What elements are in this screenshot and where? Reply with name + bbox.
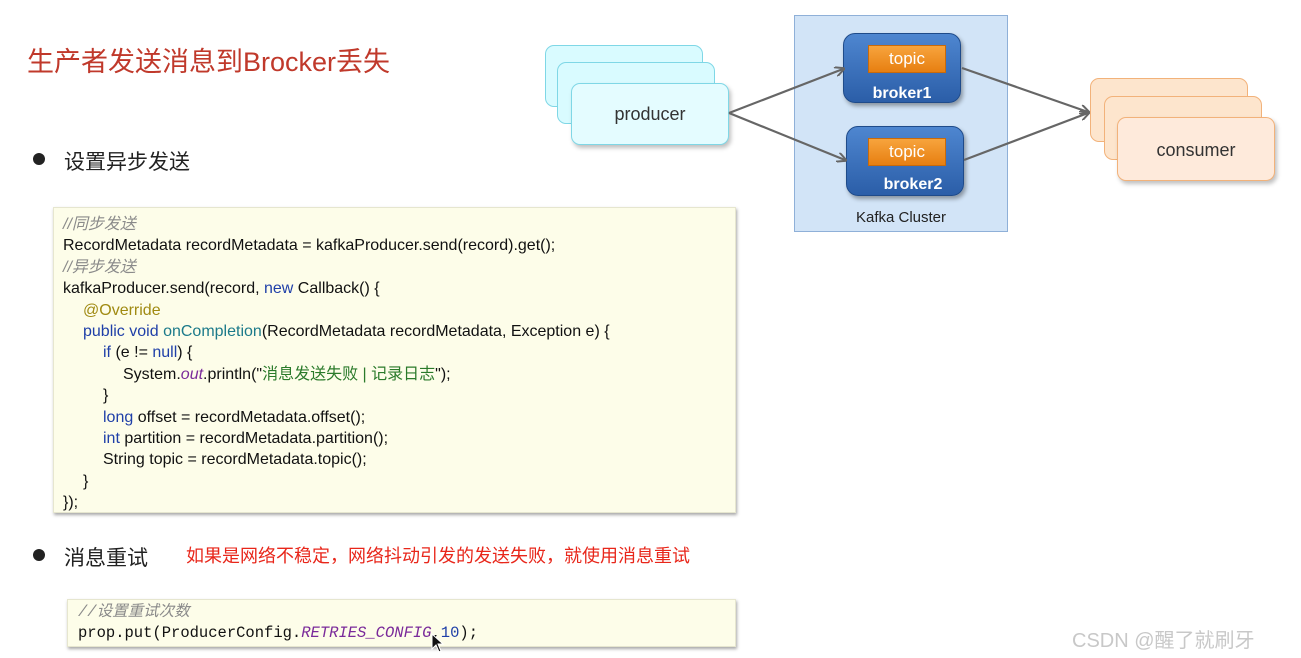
arrow-broker2-consumer [963,113,1088,162]
consumer-box [1117,117,1275,181]
code-line: kafkaProducer.send(record, new Callback(… [63,278,735,299]
watermark: CSDN @醒了就刷牙 [1072,630,1255,652]
code-line: //同步发送 [63,216,136,233]
bullet-retry: 消息重试 [64,547,148,570]
bullet-dot [33,549,45,561]
code-line: RecordMetadata recordMetadata = kafkaPro… [63,237,556,255]
code-line: String topic = recordMetadata.topic(); [103,451,367,469]
code-text: prop.put(ProducerConfig.RETRIES_CONFIG,1… [78,624,479,642]
code-line: long offset = recordMetadata.offset(); [63,407,735,428]
code-comment: //设置重试次数 [78,603,190,621]
mouse-cursor-icon [431,633,445,653]
consumer-label: consumer [1156,140,1236,160]
code-line: prop.put(ProducerConfig.RETRIES_CONFIG,1… [78,623,735,644]
slide-title: 生产者发送消息到Brocker丢失 [27,47,391,77]
topic-box-2: topic [868,138,946,166]
retry-note: 如果是网络不稳定，网络抖动引发的发送失败，就使用消息重试 [186,546,690,566]
broker-label-1: broker1 [872,85,932,102]
code-line: public void onCompletion(RecordMetadata … [63,321,735,342]
code-line: }); [63,494,79,512]
code-text: int partition = recordMetadata.partition… [103,429,389,447]
arrow-broker1-consumer [961,66,1088,112]
code-line: } [103,387,109,405]
code-line: } [83,472,89,490]
bullet-dot [33,153,45,165]
arrow-producer-broker1 [728,69,843,115]
code-line: //异步发送 [63,258,136,276]
bullet-async-send: 设置异步发送 [64,151,190,174]
arrow-producer-broker2 [728,111,845,160]
producer-box [571,83,729,145]
code-line: System.out.println("消息发送失败 | 记录日志"); [63,364,735,385]
topic-box-1: topic [868,45,946,73]
producer-label: producer [614,104,686,124]
code-text: long offset = recordMetadata.offset(); [103,408,366,426]
code-line: int partition = recordMetadata.partition… [63,428,735,449]
code-text: System.out.println("消息发送失败 | 记录日志"); [123,365,451,383]
code-text: public void onCompletion(RecordMetadata … [83,322,610,340]
code-text: if (e != null) { [103,344,193,362]
broker-label-2: broker2 [883,176,943,193]
code-line: if (e != null) { [63,342,735,363]
code-line: @Override [83,301,161,319]
code-block-async: //同步发送 RecordMetadata recordMetadata = k… [53,207,736,513]
cluster-label: Kafka Cluster [855,209,947,226]
code-text: kafkaProducer.send(record, new Callback(… [63,280,380,298]
code-block-retry: //设置重试次数 prop.put(ProducerConfig.RETRIES… [67,599,736,647]
